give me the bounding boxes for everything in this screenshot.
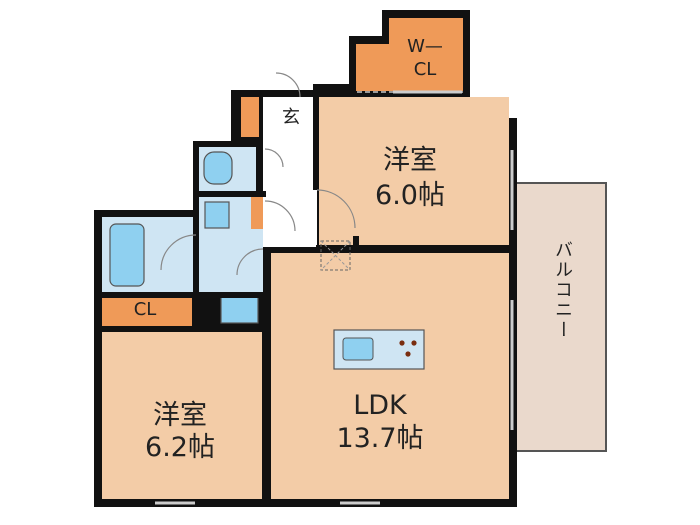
washing-machine: [204, 201, 230, 229]
entrance-label: 玄: [282, 107, 300, 128]
walk-in-closet: [389, 18, 463, 91]
closet: [102, 298, 192, 326]
closet-label: CL: [133, 299, 157, 320]
walk-in-closet-line2: CL: [413, 59, 437, 80]
inner-walls: [99, 94, 512, 500]
room-size-ldk: 13.7帖: [336, 423, 424, 454]
room-name-ldk: LDK: [353, 390, 407, 421]
storage-small: [251, 197, 263, 229]
ldk: [271, 253, 509, 499]
room-name-western-lower: 洋室: [153, 400, 207, 431]
room-size-western-lower: 6.2帖: [145, 432, 215, 463]
windows: [155, 90, 514, 505]
kitchen-counter: [333, 329, 425, 370]
western-room-lower: [102, 332, 262, 499]
western-room-upper: [319, 97, 509, 245]
walk-in-closet-line1: W—: [407, 36, 443, 57]
wash-basin: [220, 295, 259, 324]
toilet: [203, 151, 233, 185]
doors: [160, 72, 356, 276]
fridge-space: [320, 240, 351, 271]
room-name-western-upper: 洋室: [383, 145, 437, 176]
bathtub: [109, 223, 145, 287]
balcony-label: バルコニー: [552, 240, 573, 340]
room-size-western-upper: 6.0帖: [375, 180, 445, 211]
hallway: [263, 97, 317, 247]
entrance-shoe-cabinet: [241, 97, 259, 137]
balcony: [511, 182, 607, 452]
